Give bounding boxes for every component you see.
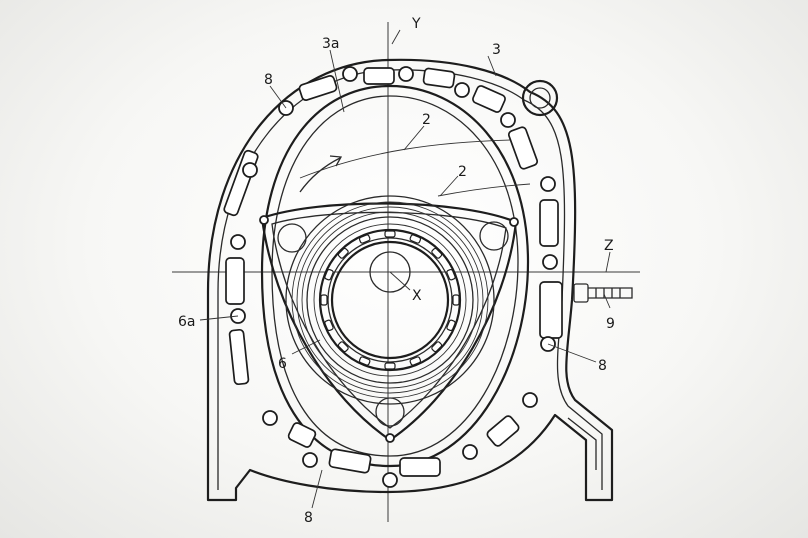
label-passage-8-top: 8 bbox=[264, 72, 273, 88]
trochoid-chamber-outer bbox=[260, 84, 530, 468]
rotor-apex-left bbox=[259, 215, 269, 225]
gear-tooth bbox=[320, 294, 328, 306]
gear-tooth bbox=[409, 234, 422, 244]
gear-tooth bbox=[384, 362, 396, 370]
gear-tooth bbox=[446, 319, 456, 332]
flank-curve-upper bbox=[299, 139, 511, 179]
gear-rings bbox=[285, 195, 495, 405]
bolt-holes bbox=[230, 66, 558, 488]
gear-tooth bbox=[431, 247, 443, 259]
coolant-passages bbox=[223, 67, 563, 477]
label-housing-3a: 3a bbox=[322, 36, 340, 52]
gear-tooth bbox=[324, 319, 334, 332]
label-axis-z: Z bbox=[604, 238, 614, 254]
label-housing-3: 3 bbox=[492, 42, 501, 58]
gear-tooth bbox=[358, 234, 371, 244]
label-sensor-9: 9 bbox=[606, 316, 615, 332]
label-axis-x: X bbox=[412, 288, 422, 304]
gear-tooth bbox=[337, 341, 349, 353]
gear-tooth bbox=[431, 341, 443, 353]
gear-tooth bbox=[409, 356, 422, 366]
sensor-9-thread bbox=[588, 287, 633, 299]
label-passage-8-bottom: 8 bbox=[304, 510, 313, 526]
rotor-pocket-right bbox=[479, 221, 509, 251]
rotation-arrowhead bbox=[329, 155, 343, 167]
label-rotor-2-upper: 2 bbox=[422, 112, 431, 128]
leader-lines bbox=[199, 29, 611, 509]
gear-tooth bbox=[384, 230, 396, 238]
label-axis-y: Y bbox=[411, 16, 421, 32]
label-rotor-2-lower: 2 bbox=[458, 164, 467, 180]
sensor-9-body bbox=[573, 283, 589, 303]
gear-tooth bbox=[358, 356, 371, 366]
label-surface-6: 6 bbox=[278, 356, 287, 372]
rotor-outline bbox=[260, 202, 518, 442]
rotor-pocket-left bbox=[277, 223, 307, 253]
trochoid-chamber-inner bbox=[271, 95, 519, 457]
gear-teeth bbox=[320, 230, 460, 370]
gear-tooth bbox=[446, 268, 456, 281]
rotor-pocket-bottom bbox=[375, 397, 405, 427]
rotor-inner-outline bbox=[271, 211, 507, 429]
housing-outline bbox=[206, 58, 614, 502]
leader-x bbox=[389, 271, 411, 291]
eccentric-shaft bbox=[369, 251, 411, 293]
label-passage-8-right: 8 bbox=[598, 358, 607, 374]
gear-tooth bbox=[337, 247, 349, 259]
flank-curve-lower bbox=[437, 183, 531, 197]
gear-tooth bbox=[452, 294, 460, 306]
boss-outer bbox=[521, 79, 559, 117]
housing-foot-right bbox=[567, 417, 597, 470]
label-passage-6a: 6a bbox=[178, 314, 196, 330]
rotor-apex-bottom bbox=[385, 433, 395, 443]
rotation-arrow bbox=[299, 157, 341, 193]
gear-tooth bbox=[324, 268, 334, 281]
boss-inner bbox=[529, 87, 551, 109]
rotor-apex-right bbox=[509, 217, 519, 227]
